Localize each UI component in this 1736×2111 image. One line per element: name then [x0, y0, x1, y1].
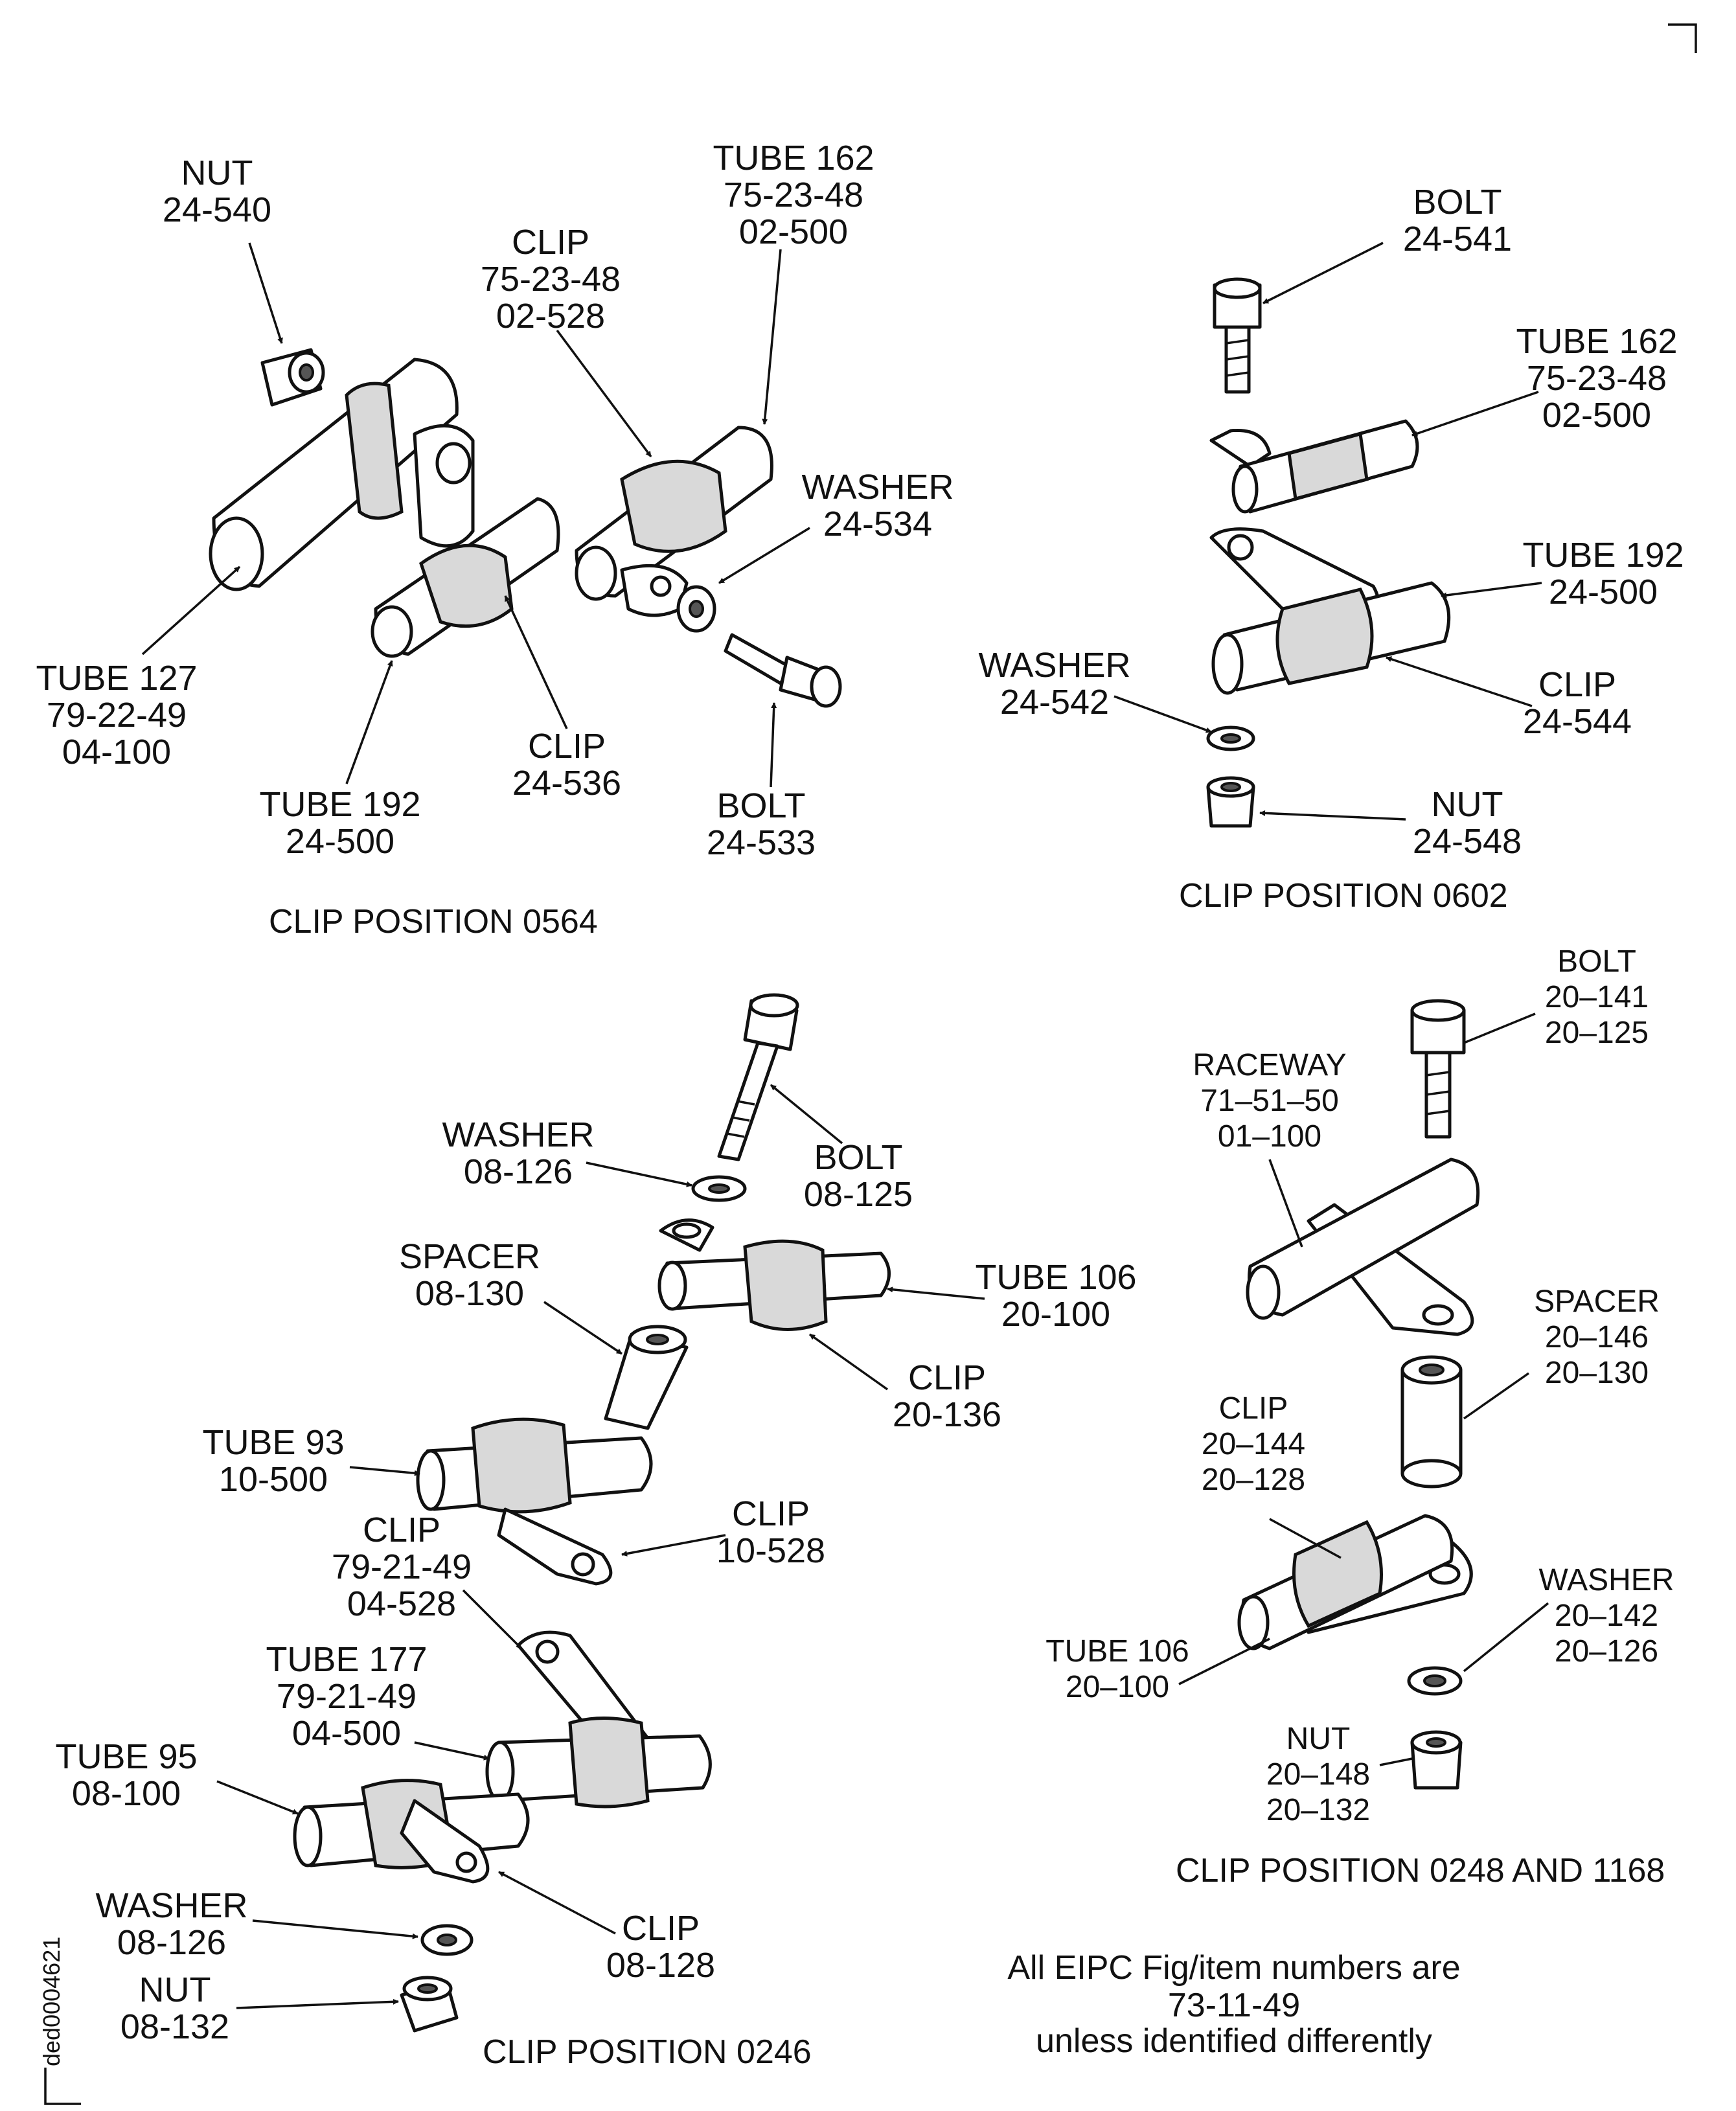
tube-95-part [293, 1779, 530, 1884]
spacer-20-146-part [1400, 1355, 1463, 1489]
clip-20-144-part [1237, 1514, 1473, 1650]
caption-0248-1168: CLIP POSITION 0248 AND 1168 [1176, 1852, 1665, 1889]
tube-192-0602-part [1209, 527, 1451, 695]
nut-24-540-part [260, 348, 325, 407]
tube-93-part [416, 1417, 653, 1586]
tube-162-part [575, 426, 773, 617]
raceway-part [1246, 1158, 1480, 1336]
tube-162-0602-part [1209, 419, 1419, 514]
side-id: ded0004621 [38, 1937, 65, 2066]
tube-177-part [485, 1630, 712, 1809]
spacer-08-130-part [604, 1325, 689, 1430]
corner-mark [44, 2068, 81, 2105]
bolt-08-125-part [717, 993, 799, 1161]
nut-08-132-part [400, 1976, 459, 2033]
corner-mark [1668, 23, 1697, 53]
tube-127-part [209, 358, 459, 591]
caption-0246: CLIP POSITION 0246 [483, 2033, 812, 2071]
tube-192-part [371, 424, 560, 658]
caption-0602: CLIP POSITION 0602 [1179, 877, 1508, 915]
caption-0564: CLIP POSITION 0564 [269, 903, 598, 941]
bolt-24-541-part [1213, 277, 1262, 394]
tube-106-0246-part [657, 1218, 891, 1331]
nut-24-548-part [1206, 776, 1255, 828]
bolt-24-533-part [724, 633, 842, 708]
nut-20-148-part [1410, 1730, 1463, 1790]
bolt-20-141-part [1410, 999, 1466, 1139]
